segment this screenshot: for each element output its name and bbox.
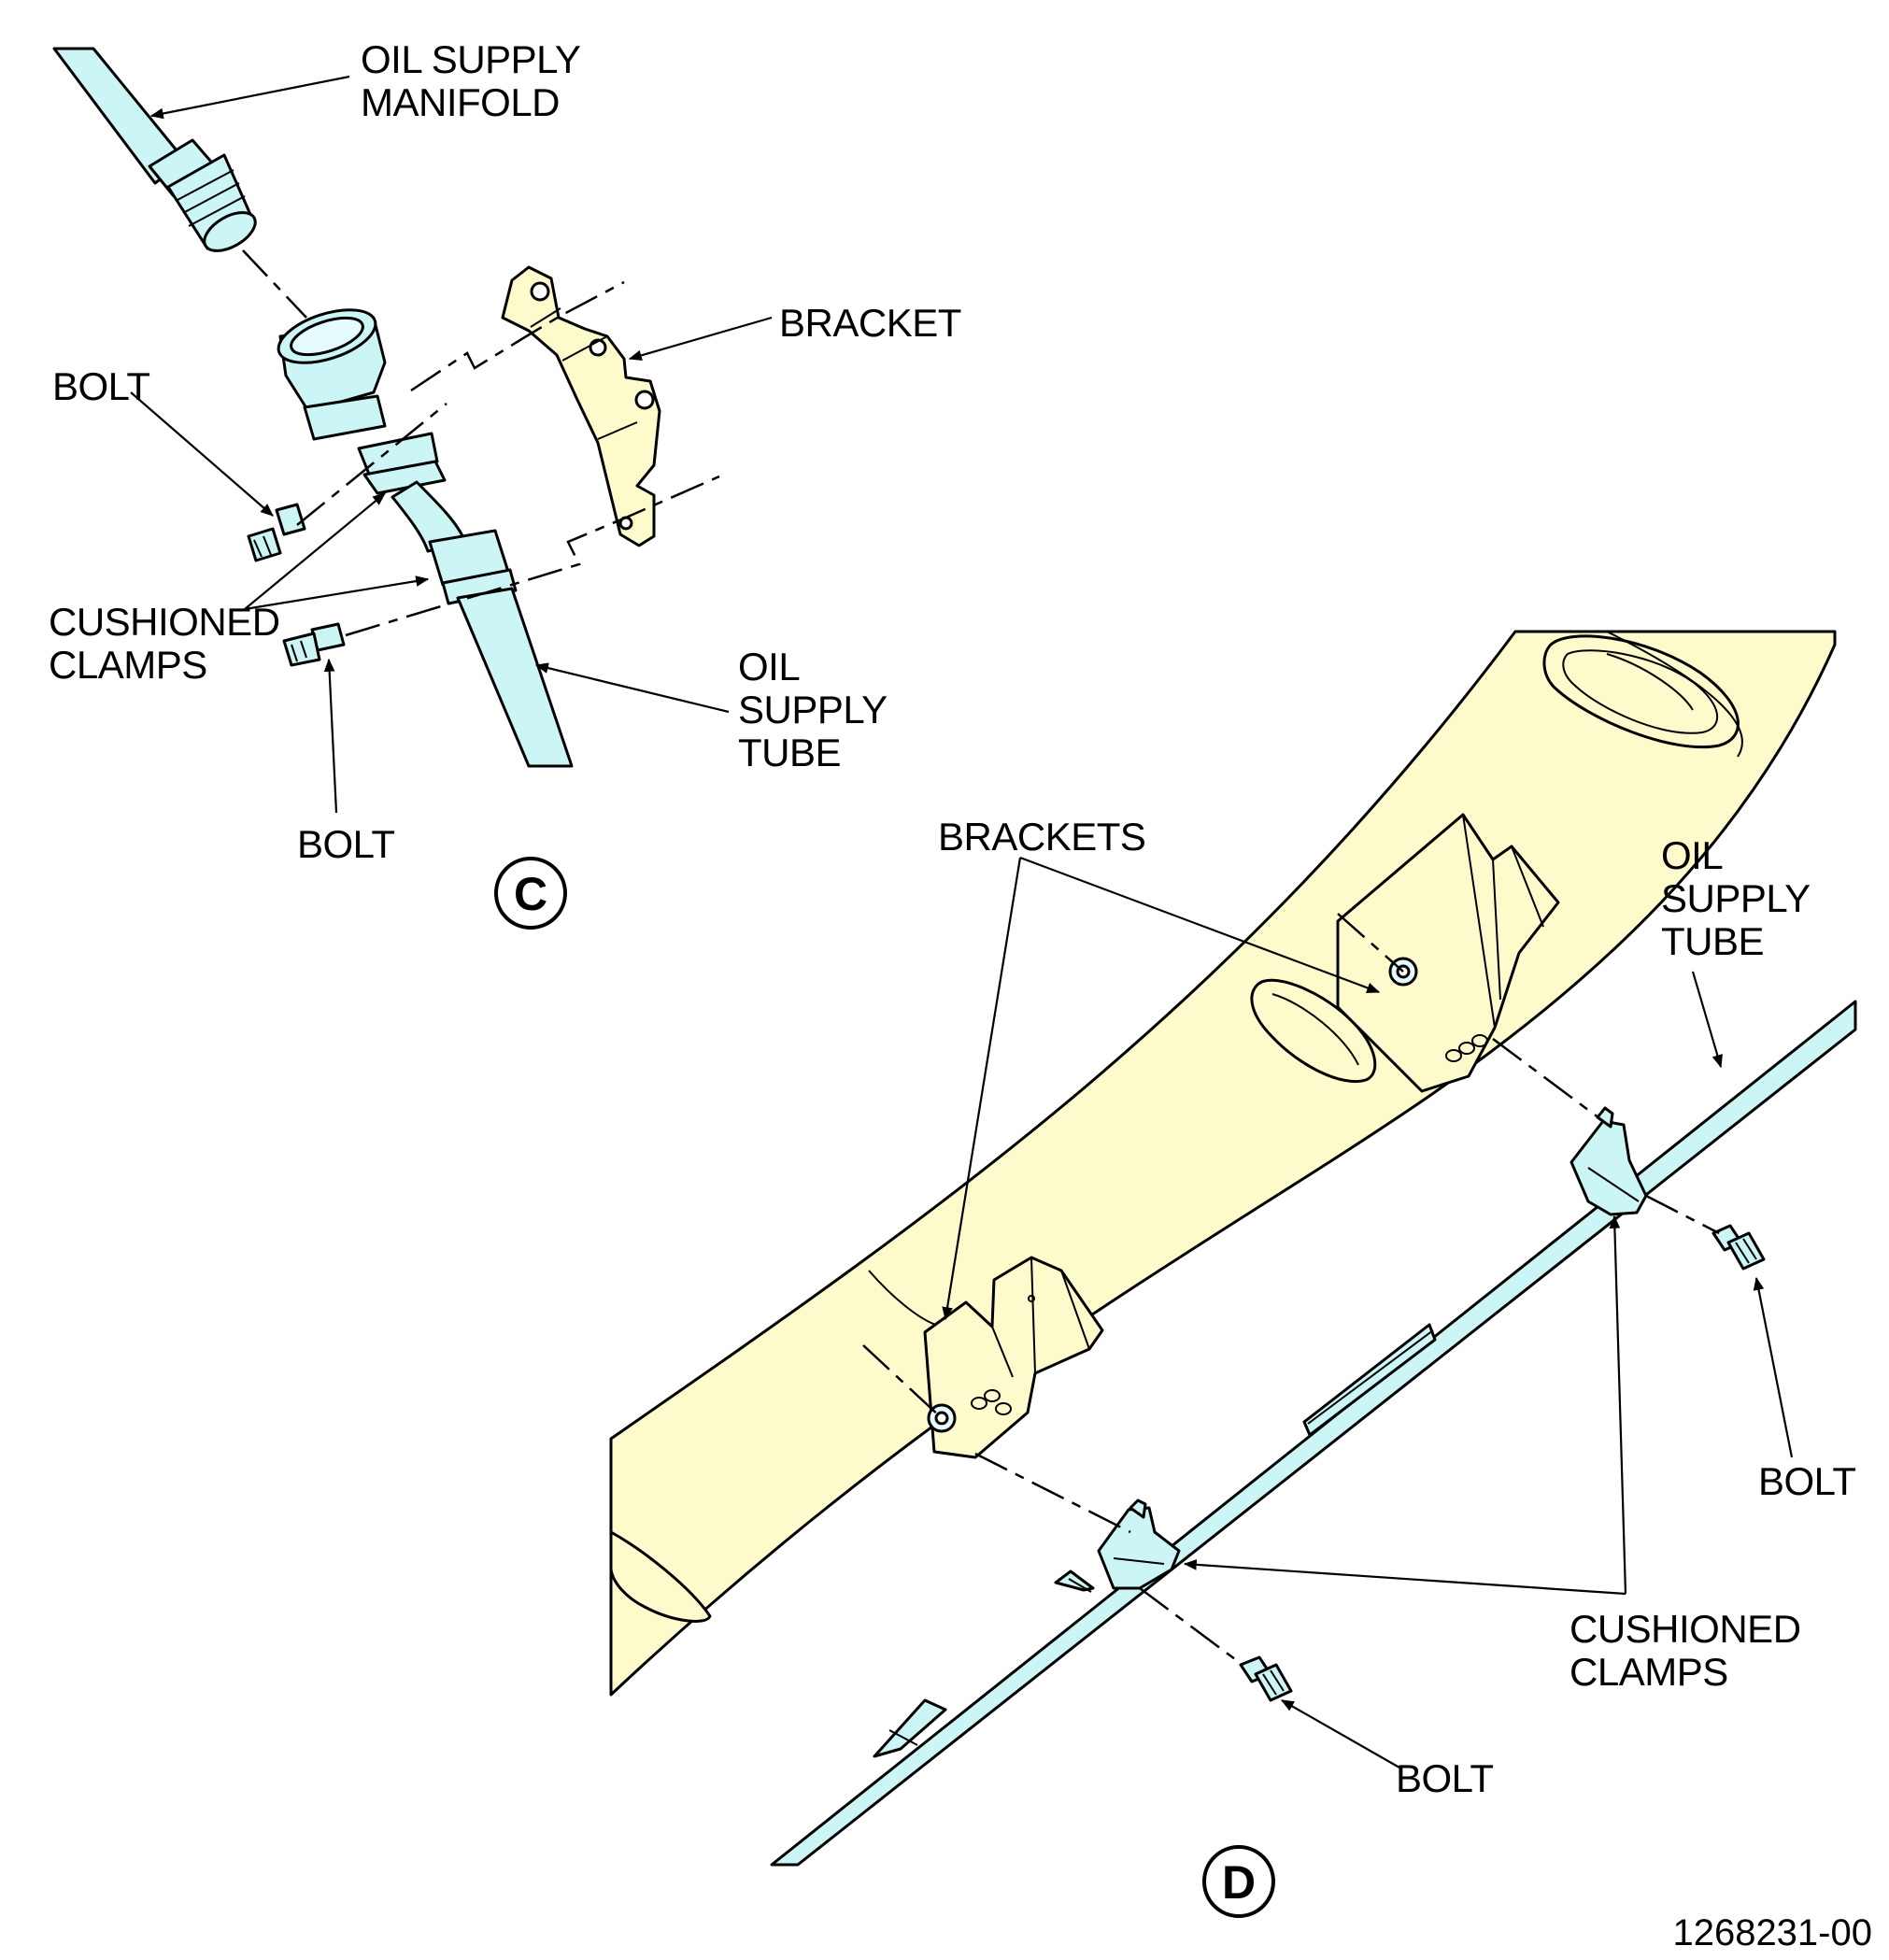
label-brackets: BRACKETS	[938, 815, 1145, 859]
bolt-d-bottom	[1239, 1655, 1293, 1702]
figure-id: 1268231-00	[1672, 1912, 1872, 1953]
bracket-d-lower	[923, 1256, 1104, 1459]
view-c-marker: C	[494, 857, 567, 930]
bolt-c-lower	[282, 622, 346, 667]
bolt-c-upper	[247, 503, 306, 562]
view-c-leaders	[130, 75, 773, 814]
view-c-labels: OIL SUPPLY MANIFOLD BRACKET BOLT CUSHION…	[49, 37, 961, 866]
label-cushioned-clamps-d-line2: CLAMPS	[1569, 1650, 1728, 1694]
oil-supply-tube-c	[391, 480, 574, 768]
structure-openings	[609, 631, 1743, 1623]
oil-supply-manifold	[52, 47, 257, 252]
tube-coupling-nut	[277, 308, 387, 441]
view-c-letter: C	[514, 868, 547, 920]
label-bracket: BRACKET	[779, 301, 961, 345]
label-oil-supply-tube-d-line3: TUBE	[1661, 919, 1764, 963]
view-d-illustration	[609, 630, 1857, 1867]
centerline-d-right-bolt	[1645, 1194, 1720, 1235]
view-d-letter: D	[1222, 1856, 1256, 1909]
view-d-marker: D	[1202, 1845, 1275, 1918]
view-d-leaders	[942, 856, 1794, 1768]
centerline-bolt-upper	[296, 403, 447, 526]
label-oil-supply-tube-c-line3: TUBE	[738, 731, 841, 774]
label-oil-supply-tube-c-line2: SUPPLY	[738, 688, 888, 731]
label-bolt-d-bottom: BOLT	[1396, 1756, 1494, 1800]
oil-supply-tube-d	[770, 1000, 1857, 1867]
view-d-labels: BRACKETS OIL SUPPLY TUBE BOLT CUSHIONED …	[938, 815, 1856, 1800]
label-oil-supply-tube-c-line1: OIL	[738, 645, 800, 689]
cushioned-clamp-d-lower	[1097, 1498, 1181, 1590]
cushioned-clamp-d-upper	[1569, 1106, 1648, 1216]
centerline-d-lower-bracket	[862, 1344, 943, 1419]
centerline-bracket-upper	[410, 280, 625, 392]
label-cushioned-clamps-c-line2: CLAMPS	[49, 643, 207, 687]
cushioned-clamp-upper	[357, 432, 447, 495]
centerline-d-lower-clamp	[974, 1452, 1131, 1534]
label-oil-supply-manifold-line2: MANIFOLD	[361, 80, 560, 124]
label-oil-supply-tube-d-line2: SUPPLY	[1661, 876, 1811, 920]
label-bolt-c-lower: BOLT	[297, 822, 395, 866]
centerline-d-upper-clamp	[1492, 1037, 1604, 1123]
centerline-d-upper-bracket	[1337, 913, 1404, 973]
bolt-d-right	[1711, 1224, 1766, 1271]
view-c-illustration	[52, 47, 720, 768]
label-oil-supply-tube-d-line1: OIL	[1661, 833, 1723, 877]
label-oil-supply-manifold-line1: OIL SUPPLY	[361, 37, 581, 81]
bracket-c	[501, 265, 661, 547]
centerline-manifold	[242, 249, 307, 319]
label-bolt-d-right: BOLT	[1758, 1459, 1856, 1503]
centerline-d-bottom-bolt	[1139, 1586, 1243, 1667]
centerline-bolt-lower	[345, 475, 720, 637]
label-cushioned-clamps-c-line1: CUSHIONED	[49, 600, 280, 644]
label-cushioned-clamps-d-line1: CUSHIONED	[1569, 1607, 1801, 1651]
label-bolt-c-upper: BOLT	[52, 364, 150, 408]
